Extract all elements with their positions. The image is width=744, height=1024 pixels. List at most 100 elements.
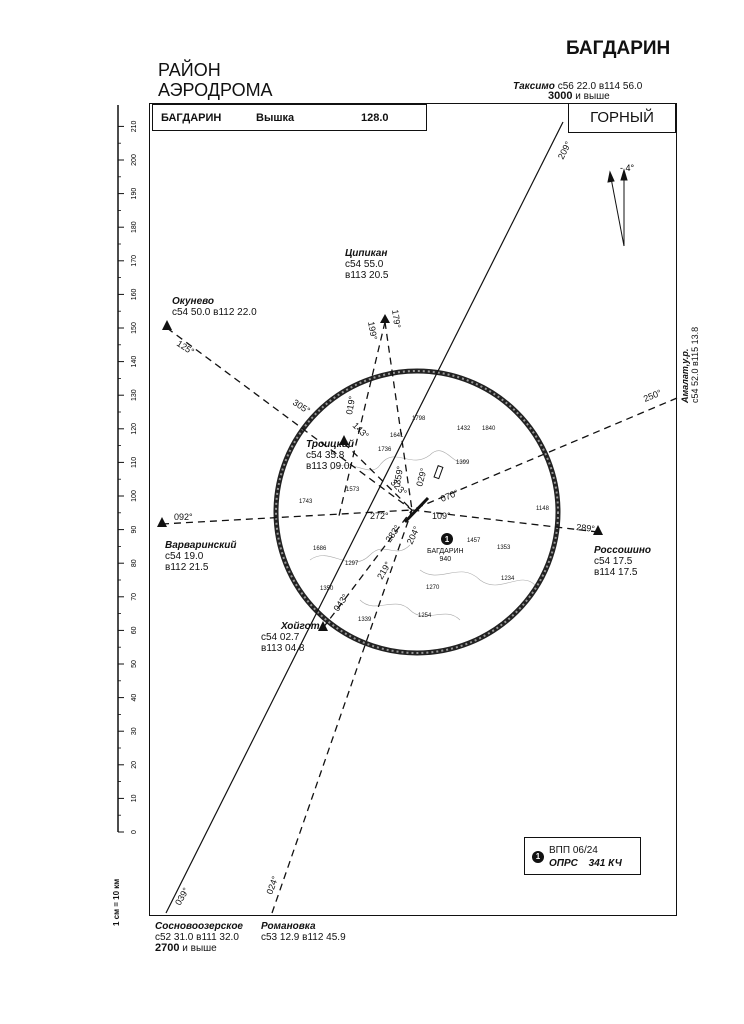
scale-tick-label: 210 xyxy=(131,120,138,132)
scale-tick-label: 60 xyxy=(131,626,138,634)
tsipikan-lon: в113 20.5 xyxy=(345,270,389,281)
amalat-coord: с54 52.0 в115 13.8 xyxy=(690,326,700,403)
romanovka-coord: с53 12.9 в112 45.9 xyxy=(261,932,346,943)
waypoint-okunevo xyxy=(162,320,172,330)
point-romanovka-label: Романовка с53 12.9 в112 45.9 xyxy=(261,921,346,943)
spot-height: 1270 xyxy=(426,585,440,591)
tower-info-box: БАГДАРИН Вышка 128.0 xyxy=(152,104,427,131)
route-tsipikan-troitsky xyxy=(337,321,386,521)
route-taksimo-sosnovoozerskoe xyxy=(165,121,564,914)
heading-143: 143° xyxy=(351,420,372,441)
taksimo-name: Таксимо xyxy=(513,81,555,92)
airport-name: БАГДАРИН xyxy=(427,548,464,555)
airport-marker xyxy=(441,533,453,545)
point-tsipikan-label: Ципикан с54 55.0 в113 20.5 xyxy=(345,248,389,281)
route-tsipikan-airport xyxy=(384,321,413,511)
tower-service: Вышка xyxy=(256,112,295,124)
spot-height: 1840 xyxy=(482,426,496,432)
spot-height: 1736 xyxy=(378,447,392,453)
scale-tick-label: 40 xyxy=(131,694,138,702)
spot-height: 1148 xyxy=(536,506,550,512)
route-troitsky-airport xyxy=(343,442,413,511)
point-taksimo-label: Таксимо с56 22.0 в114 56.0 xyxy=(513,81,642,92)
airport-marker-number: 1 xyxy=(445,535,450,544)
route-rossoshino xyxy=(411,509,599,533)
route-khoygot xyxy=(322,509,413,629)
point-troitsky-label: Троицкий с54 35.8 в113 09.0 xyxy=(306,439,354,472)
heading-109: 109° xyxy=(432,511,451,521)
magnetic-variation-text: - 4° xyxy=(620,163,635,173)
sosnovoozerskoe-alt-suffix: и выше xyxy=(179,943,217,954)
scale-tick-label: 10 xyxy=(131,794,138,802)
waypoint-khoygot xyxy=(318,621,328,631)
okunevo-coord: с54 50.0 в112 22.0 xyxy=(172,307,257,318)
heading-039: 039° xyxy=(173,886,191,907)
runway-threshold-marker xyxy=(433,465,444,480)
route-varvarinsky xyxy=(161,509,413,525)
heading-272: 272° xyxy=(370,511,389,521)
waypoint-rossoshino xyxy=(593,525,603,535)
tower-frequency: 128.0 xyxy=(361,112,389,124)
scale-tick-label: 90 xyxy=(131,526,138,534)
spot-height: 1686 xyxy=(313,546,327,552)
troitsky-lat: с54 35.8 xyxy=(306,450,345,461)
okunevo-name: Окунево xyxy=(172,296,215,307)
spot-height: 1798 xyxy=(412,416,426,422)
spot-height: 1641 xyxy=(390,433,404,439)
route-romanovka xyxy=(271,509,413,914)
runway-06-24 xyxy=(403,496,430,524)
magnetic-variation-arrows xyxy=(607,168,628,247)
heading-250: 250° xyxy=(642,387,663,403)
spot-height: 1254 xyxy=(418,613,432,619)
waypoint-troitsky xyxy=(339,435,349,445)
taksimo-altitude: 3000 и выше xyxy=(548,90,610,103)
region-title-line1: РАЙОН xyxy=(158,60,221,80)
sosnovoozerskoe-alt: 2700 xyxy=(155,942,180,954)
aerodrome-title: БАГДАРИН xyxy=(566,38,671,59)
taksimo-alt-suffix: и выше xyxy=(572,91,610,102)
point-rossoshino-label: Россошино с54 17.5 в114 17.5 xyxy=(594,545,651,578)
scale-tick-label: 160 xyxy=(131,288,138,300)
waypoint-varvarinsky xyxy=(157,517,167,527)
distance-scale: 0102030405060708090100110120130140150160… xyxy=(117,105,138,834)
scale-tick-label: 100 xyxy=(131,490,138,502)
heading-283: 283° xyxy=(383,523,402,544)
point-varvarinsky-label: Варваринский с54 19.0 в112 21.5 xyxy=(165,540,236,573)
spot-height: 1353 xyxy=(497,545,511,551)
spot-height: 1297 xyxy=(345,561,359,567)
heading-199: 199° xyxy=(366,321,379,341)
spot-height: 1432 xyxy=(457,426,471,432)
khoygot-name: Хойгот xyxy=(281,621,320,632)
legend-marker: 1 xyxy=(532,851,544,863)
rossoshino-lon: в114 17.5 xyxy=(594,567,638,578)
legend-ndb: ОПРС 341 КЧ xyxy=(549,858,622,869)
heading-019: 019° xyxy=(344,395,357,415)
point-khoygot-label: Хойгот с54 02.7 в113 04.8 xyxy=(261,621,320,654)
taksimo-alt-value: 3000 xyxy=(548,90,573,102)
heading-359: 359° xyxy=(392,465,405,485)
amalat-name: Амалат,у.р. xyxy=(680,348,690,403)
scale-tick-label: 0 xyxy=(131,830,138,834)
heading-305: 305° xyxy=(291,397,312,416)
scale-tick-label: 150 xyxy=(131,322,138,334)
heading-070: 070° xyxy=(439,487,460,503)
scale-tick-label: 170 xyxy=(131,255,138,267)
scale-tick-label: 140 xyxy=(131,356,138,368)
point-amalat-label: Амалат,у.р. с54 52.0 в115 13.8 xyxy=(678,305,708,405)
heading-179: 179° xyxy=(390,309,403,329)
heading-125: 125° xyxy=(175,338,196,357)
heading-289: 289° xyxy=(576,522,596,534)
legend-ndb-frequency: 341 КЧ xyxy=(588,858,622,869)
terrain-contour xyxy=(309,544,411,563)
taksimo-coord: с56 22.0 в114 56.0 xyxy=(557,81,643,92)
scale-tick-label: 50 xyxy=(131,660,138,668)
spot-height: 1457 xyxy=(467,538,481,544)
scale-tick-label: 80 xyxy=(131,559,138,567)
tsipikan-lat: с54 55.0 xyxy=(345,259,384,270)
spot-height: 1573 xyxy=(346,487,360,493)
waypoint-tsipikan xyxy=(380,314,390,323)
troitsky-lon: в113 09.0 xyxy=(306,461,350,472)
spot-height: 1234 xyxy=(501,576,515,582)
legend-box: 1 ВПП 06/24 ОПРС 341 КЧ xyxy=(524,837,641,875)
